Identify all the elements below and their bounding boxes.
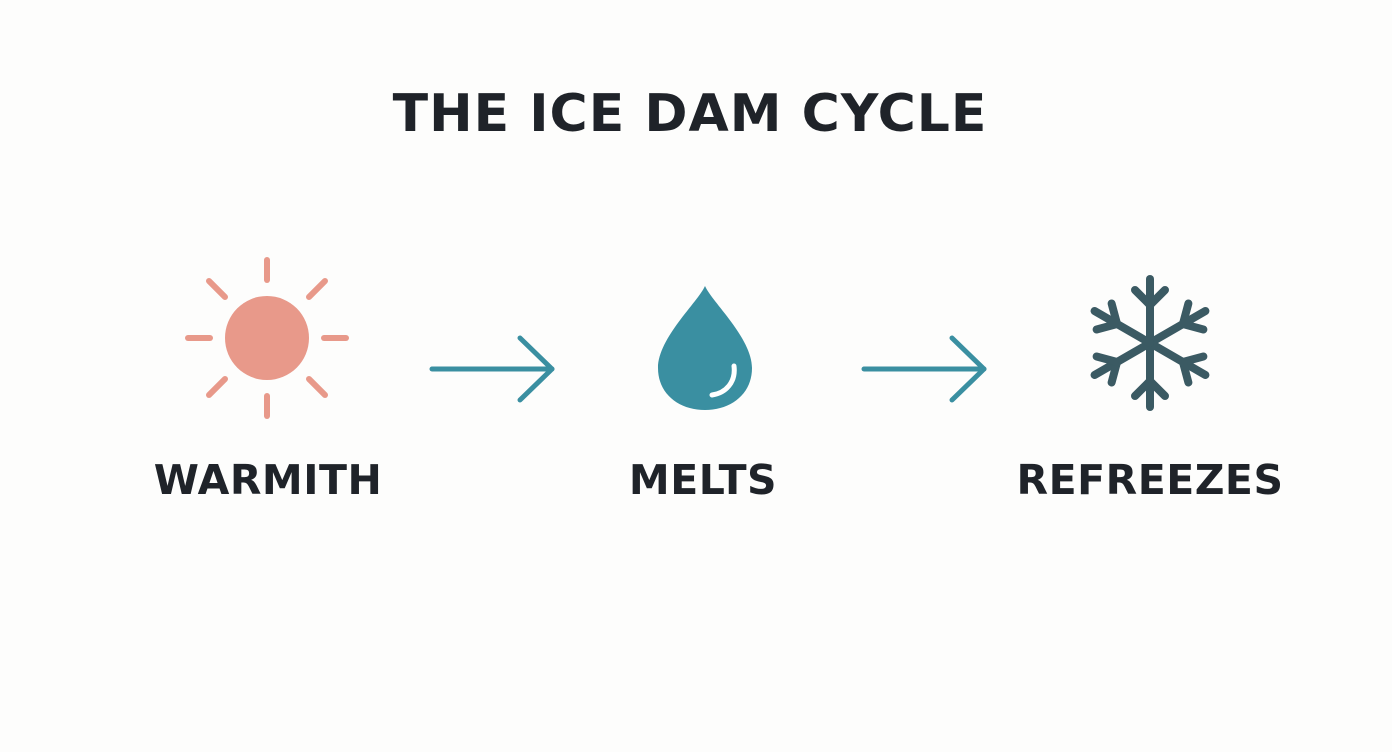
arrow-right-icon bbox=[426, 334, 560, 404]
snowflake-icon bbox=[1084, 272, 1216, 416]
step-label-warmith: WARMITH bbox=[153, 456, 383, 504]
step-label-melts: MELTS bbox=[628, 456, 778, 504]
sun-icon bbox=[180, 254, 356, 422]
water-drop-icon bbox=[650, 282, 760, 414]
diagram-title: THE ICE DAM CYCLE bbox=[392, 84, 988, 144]
step-label-refreezes: REFREEZES bbox=[1016, 456, 1284, 504]
arrow-right-icon bbox=[858, 334, 992, 404]
